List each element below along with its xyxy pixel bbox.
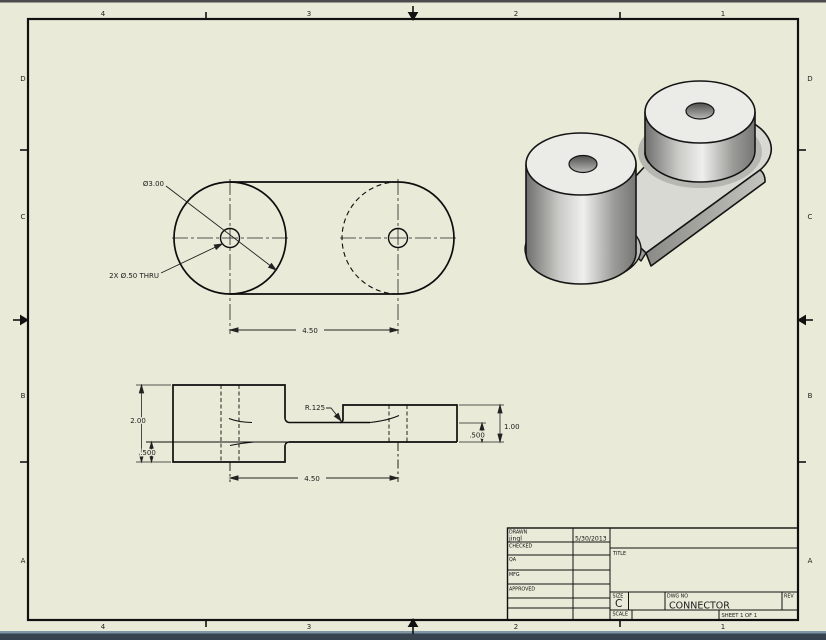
center-arrow-top — [407, 6, 419, 21]
dim-500-left — [148, 440, 155, 464]
title-block: DRAWN jingl 5/30/2013 CHECKED QA MFG APP… — [506, 527, 799, 621]
zone-label: B — [808, 392, 813, 400]
dim-100 — [459, 403, 504, 444]
dim-center-distance: 4.50 — [302, 327, 318, 335]
part-outline-top — [173, 181, 455, 295]
zone-label: 4 — [101, 10, 106, 18]
center-arrow-right — [797, 314, 813, 326]
bottom-strip — [0, 633, 826, 640]
zone-label: 4 — [101, 623, 106, 631]
title-label: TITLE — [612, 551, 626, 557]
leaders — [160, 185, 278, 274]
zone-label: A — [21, 557, 26, 565]
iso-view — [524, 80, 773, 285]
dim-450-top — [228, 327, 400, 333]
plate-front-face — [645, 169, 766, 267]
left-hole — [568, 154, 598, 174]
dim-web-thickness: .500 — [469, 432, 485, 440]
drawn-date-value: 5/30/2013 — [575, 536, 607, 543]
center-arrows — [13, 6, 813, 634]
dim-diameter: Ø3.00 — [143, 180, 164, 188]
dim-fillet: R.125 — [305, 404, 325, 412]
qa-label: QA — [509, 557, 517, 563]
drawn-by-value: jingl — [508, 536, 522, 543]
right-hole — [685, 102, 715, 120]
zone-label: 2 — [514, 10, 518, 18]
zone-label: A — [808, 557, 813, 565]
fillet-leader — [326, 407, 342, 422]
zone-label: D — [807, 75, 812, 83]
top-view: Ø3.00 2X Ø.50 THRU 4.50 — [109, 179, 456, 337]
zone-label: B — [21, 392, 26, 400]
top-strip — [0, 0, 826, 3]
right-cylinder — [644, 80, 756, 183]
zone-label: D — [20, 75, 25, 83]
left-cylinder — [525, 132, 637, 285]
mfg-label: MFG — [509, 572, 520, 578]
checked-label: CHECKED — [509, 544, 533, 550]
dim-base-thickness: .500 — [140, 449, 156, 457]
zone-label: 1 — [721, 10, 725, 18]
hidden-lines — [220, 385, 408, 482]
rev-label: REV — [784, 594, 794, 600]
approved-label: APPROVED — [509, 587, 535, 593]
front-view: 2.00 .500 R.125 1.00 .500 — [129, 383, 520, 485]
zone-label: C — [21, 213, 26, 221]
dim-right-height: 1.00 — [504, 423, 520, 431]
centerlines — [172, 179, 456, 334]
center-arrow-bottom — [407, 618, 419, 634]
dim-450-front — [228, 475, 400, 481]
dim-height: 2.00 — [130, 417, 146, 425]
zone-label: 2 — [514, 623, 518, 631]
size-value: C — [615, 598, 622, 610]
size-label: SIZE — [613, 594, 624, 600]
zone-label: 1 — [721, 623, 725, 631]
dwg-no-label: DWG NO — [667, 594, 688, 600]
title-block-lines — [506, 527, 799, 621]
drawn-label: DRAWN — [509, 530, 528, 536]
zone-label: C — [808, 213, 813, 221]
dim-500-right — [459, 421, 486, 444]
dim-holes: 2X Ø.50 THRU — [109, 272, 159, 280]
hidden-arc — [341, 181, 399, 295]
zone-label: 3 — [307, 10, 311, 18]
center-arrow-left — [13, 314, 29, 326]
sheet-border: 4 3 2 1 4 3 2 1 D C B A D C B A — [13, 6, 813, 634]
dwg-no-value: CONNECTOR — [669, 601, 730, 612]
sheet-label: SHEET 1 OF 1 — [722, 613, 758, 619]
zone-label: 3 — [307, 623, 311, 631]
zone-ticks — [20, 12, 806, 627]
part-outline-front — [146, 384, 458, 463]
dim-length: 4.50 — [304, 475, 320, 483]
scale-label: SCALE — [613, 612, 628, 618]
dim-200 — [136, 383, 171, 464]
zone-labels: 4 3 2 1 4 3 2 1 D C B A D C B A — [20, 10, 812, 631]
